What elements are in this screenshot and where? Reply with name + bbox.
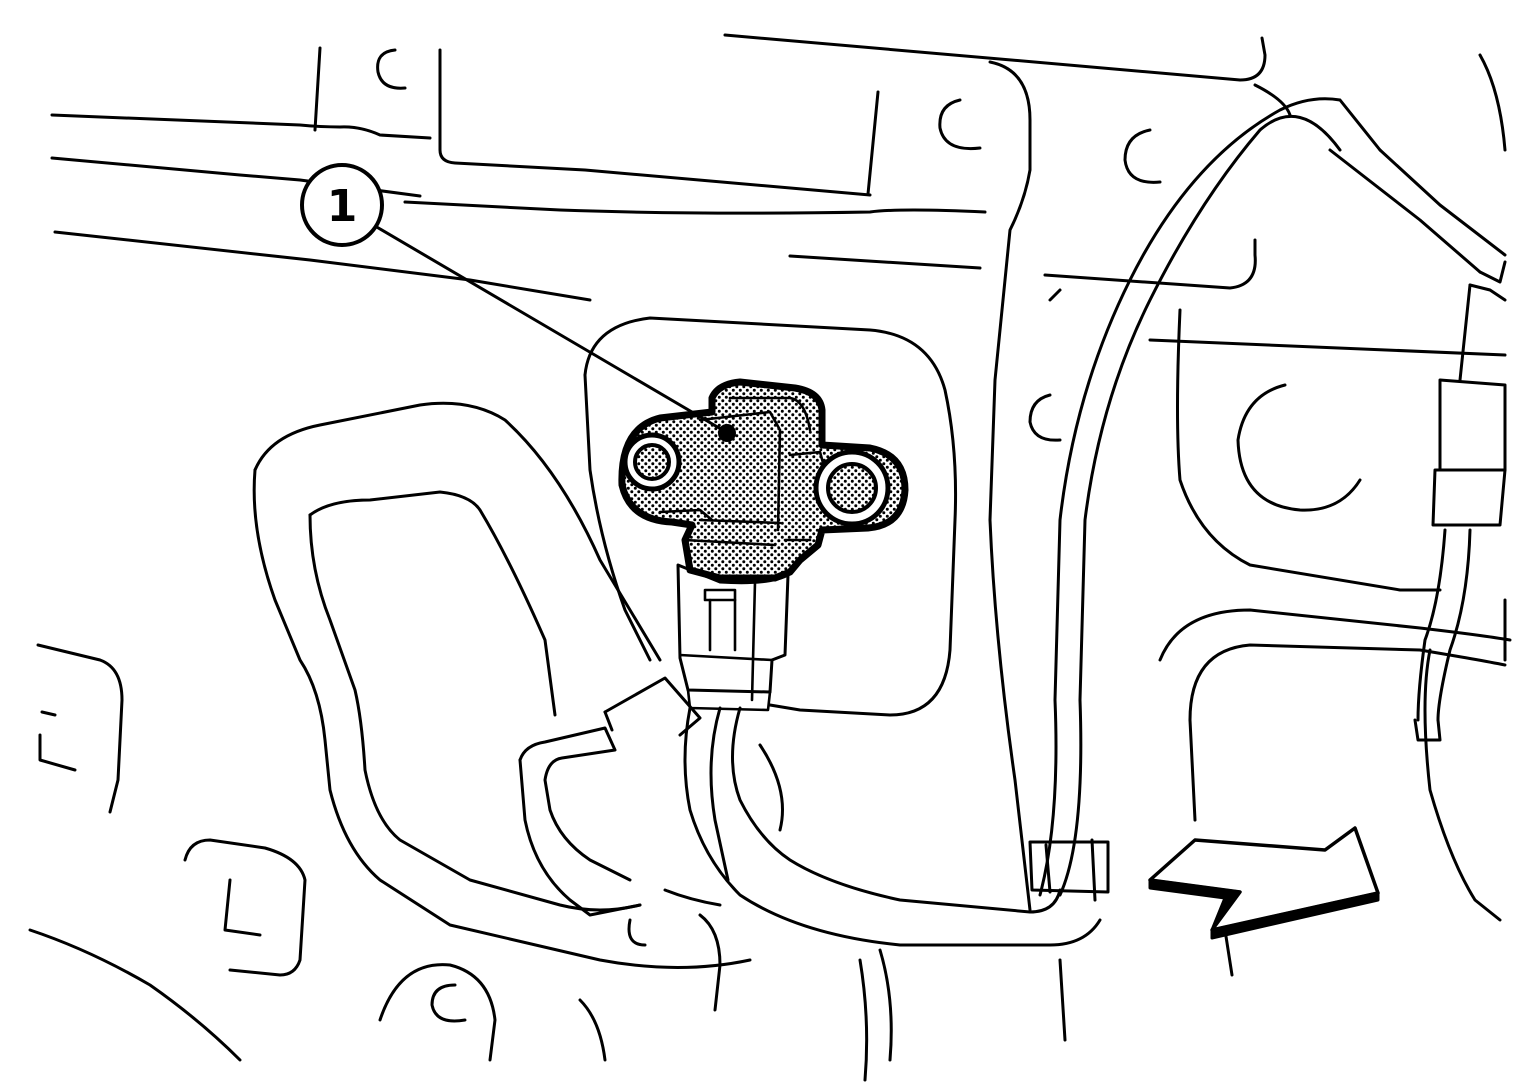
connector-icon [676, 563, 790, 712]
callout-1: 1 [300, 163, 727, 434]
sensor-body [618, 378, 909, 582]
wiring-harness [252, 97, 1507, 969]
callout-circle [300, 163, 384, 247]
bolt-icon [622, 432, 682, 492]
leader-dot [718, 424, 736, 442]
bolt-icon [813, 449, 891, 527]
leader-line [374, 224, 727, 434]
sensor-item-1 [618, 378, 909, 712]
clip-marks [376, 48, 1362, 1023]
callout-number: 1 [327, 181, 358, 232]
sensor-mounting-boss [583, 316, 958, 717]
body-panel-lines [28, 33, 1512, 1082]
front-direction-arrow-icon [1148, 826, 1380, 940]
